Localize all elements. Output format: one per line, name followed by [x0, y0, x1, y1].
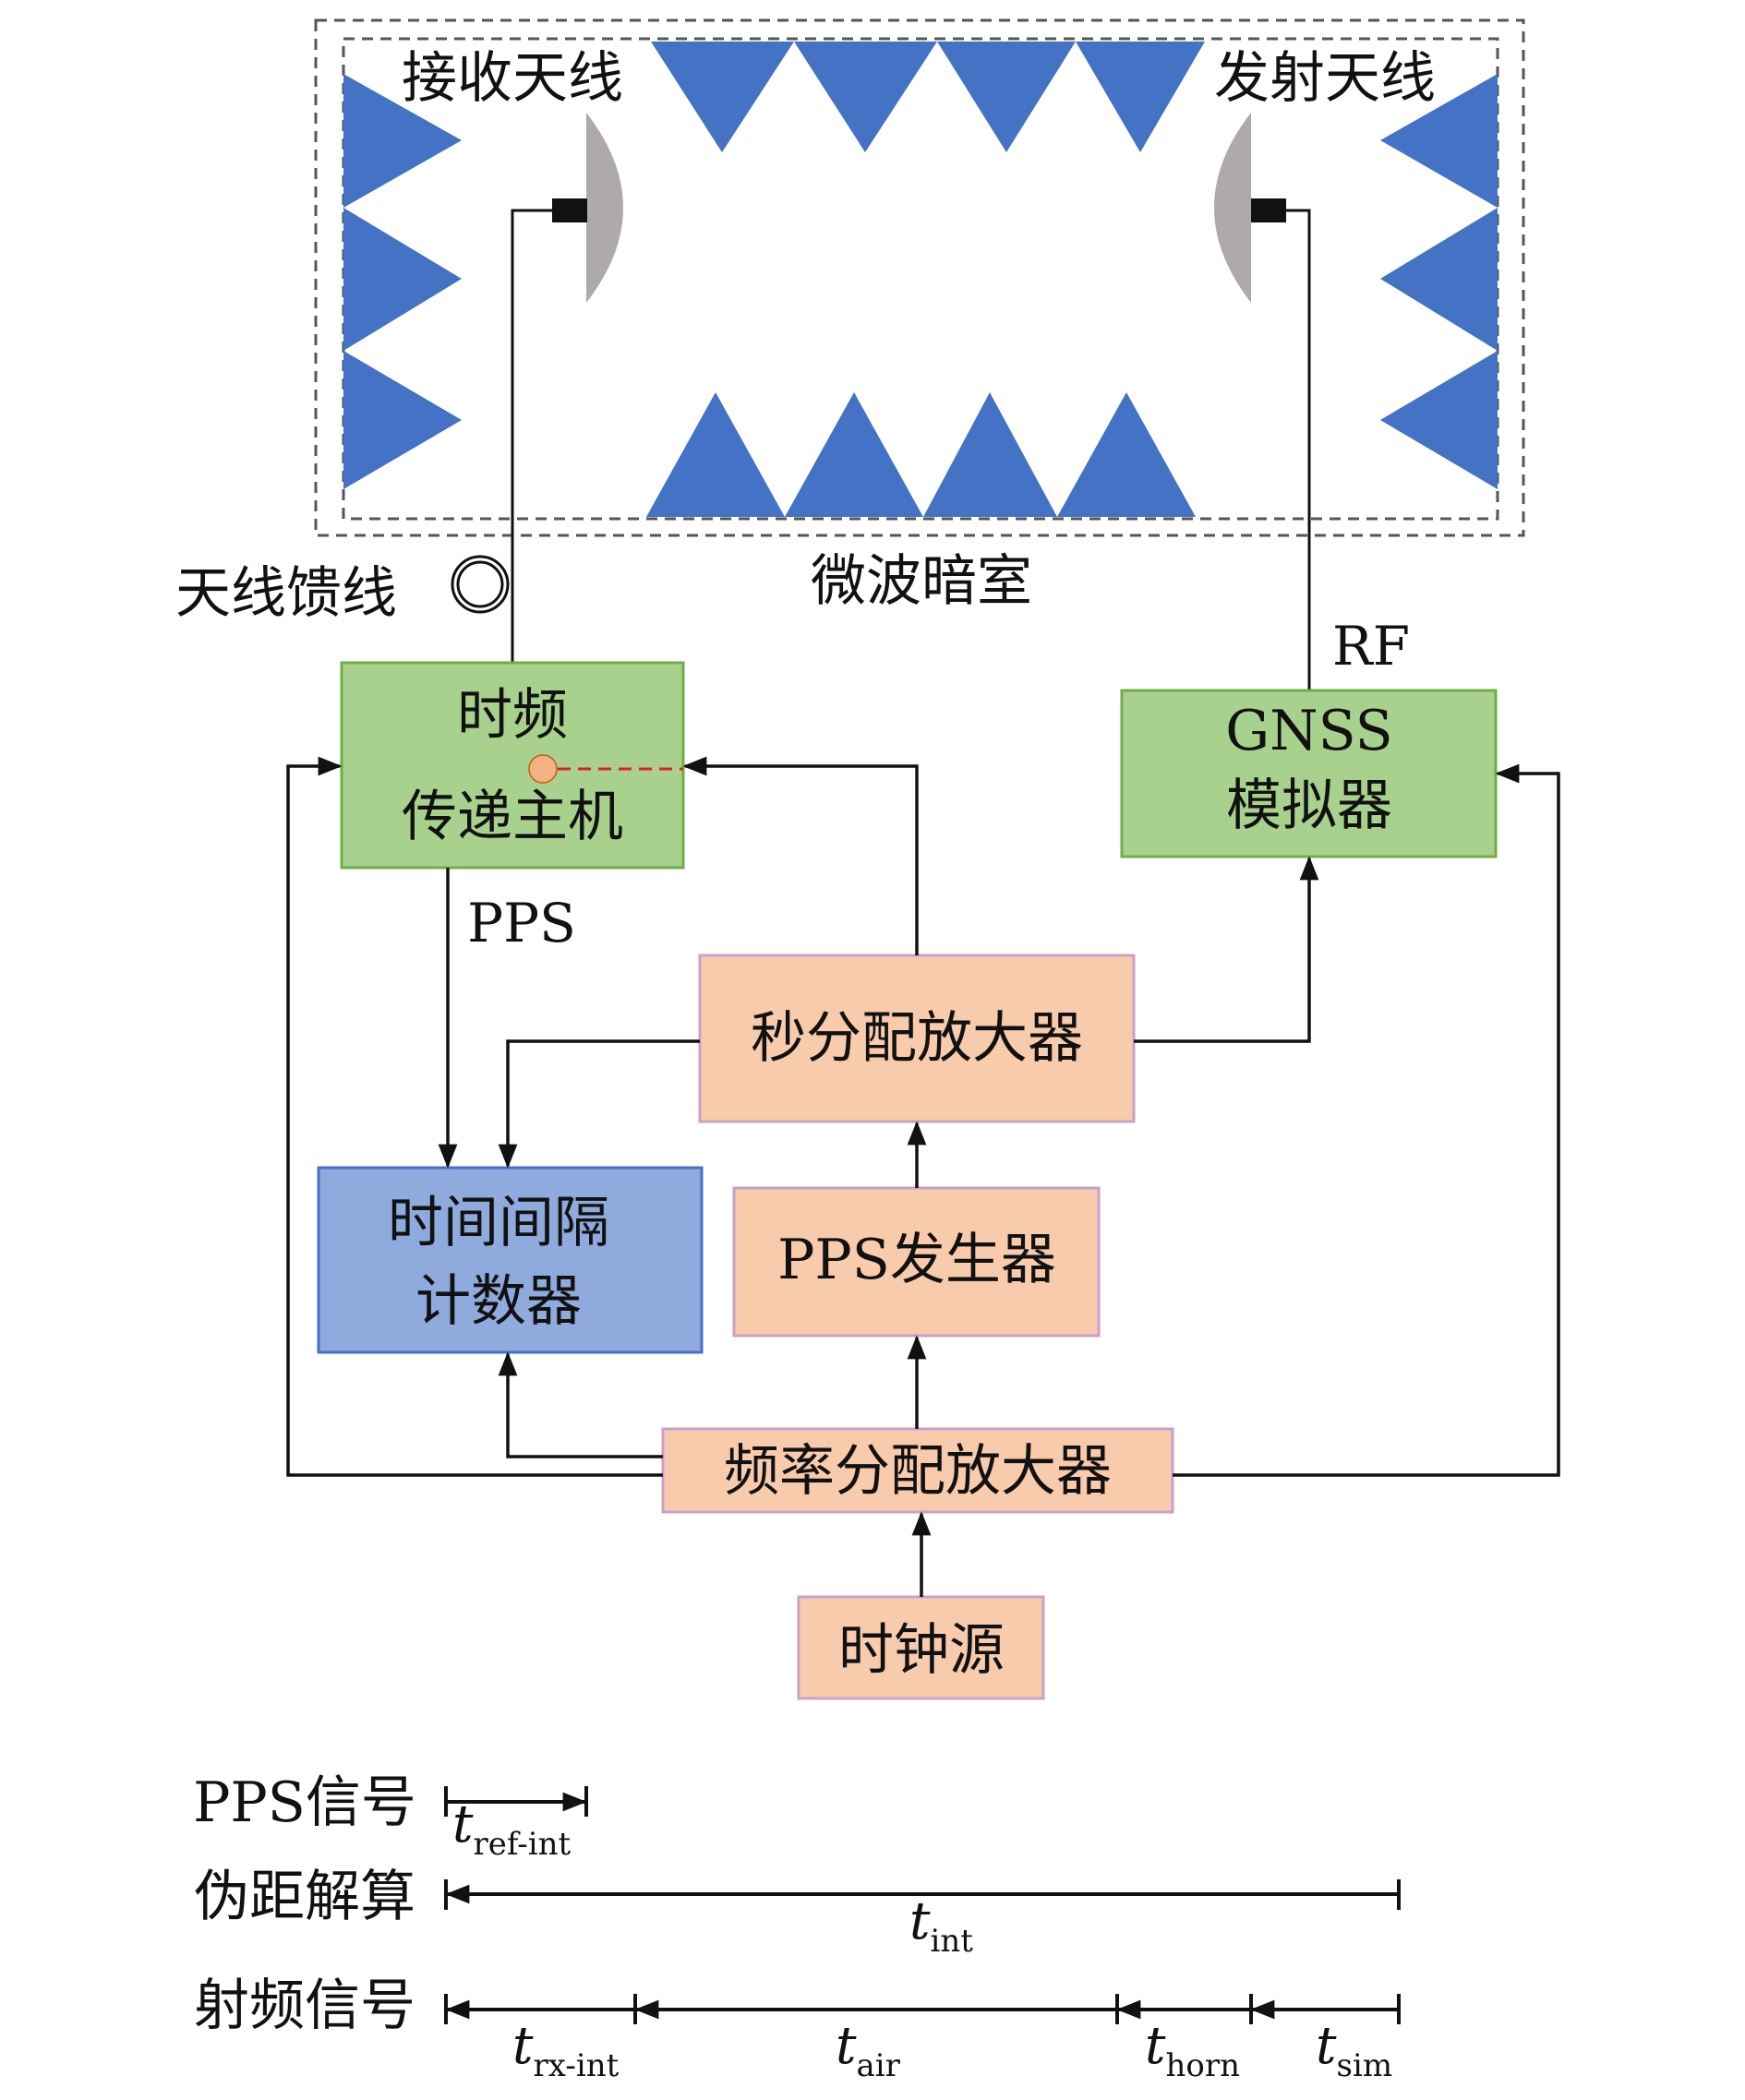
t-int-label: tint [909, 1891, 973, 1960]
time-transfer-host-box [340, 661, 685, 870]
absorber-right [1380, 351, 1498, 489]
tx-rf-cable [1286, 209, 1311, 690]
timing-port-icon [528, 754, 558, 784]
absorber-top [794, 42, 937, 152]
absorber-right [1380, 208, 1498, 351]
t-ref-int-label: tref-int [452, 1794, 572, 1863]
gnss-line1: GNSS [1225, 699, 1393, 763]
pps-label: PPS [467, 892, 576, 954]
time-interval-counter: 时间间隔 计数器 [317, 1166, 704, 1354]
t-rx-int-subscript: rx-int [534, 2047, 620, 2084]
t-sim-label: tsim [1316, 2016, 1392, 2084]
absorber-left [343, 208, 462, 351]
freq-to-counter-arrow [498, 1351, 663, 1458]
time-transfer-host: 时频 传递主机 [340, 661, 685, 870]
sec-dist-box [698, 954, 1136, 1123]
pseudorange-label: 伪距解算 [194, 1865, 415, 1929]
rx-antenna-dish-icon [586, 113, 623, 303]
second-distribution-amplifier: 秒分配放大器 [698, 954, 1136, 1123]
t-symbol: t [452, 1794, 474, 1854]
tx-antenna-label: 发射天线 [1214, 46, 1436, 111]
t-int-subscript: int [931, 1923, 974, 1960]
absorber-right [1380, 74, 1498, 208]
t-symbol: t [1316, 2016, 1337, 2076]
secdist-to-gnss-arrow [1134, 856, 1319, 1043]
rx-antenna-label: 接收天线 [402, 46, 623, 111]
chamber-outer-border [314, 18, 1525, 537]
pps-signal-label: PPS信号 [193, 1770, 416, 1835]
tx-antenna-dish-icon [1214, 113, 1251, 303]
t-symbol: t [909, 1891, 931, 1951]
freq-to-gnss-arrow [1173, 763, 1560, 1477]
counter-box [317, 1166, 704, 1354]
t-symbol: t [836, 2016, 857, 2076]
pps-gen-label: PPS发生器 [777, 1228, 1056, 1292]
freq-to-host-arrow [286, 756, 663, 1477]
t-symbol: t [512, 2016, 534, 2076]
tx-antenna-feed-icon [1251, 198, 1286, 222]
time-transfer-line2: 传递主机 [402, 785, 623, 849]
anechoic-chamber: 接收天线 发射天线 微波暗室 [314, 18, 1525, 614]
absorber-bottom [785, 392, 923, 517]
absorber-bottom [1057, 392, 1196, 517]
chamber-label: 微波暗室 [811, 549, 1032, 614]
gnss-line2: 模拟器 [1226, 774, 1392, 838]
feed-coil-icon [456, 560, 504, 608]
t-sim-subscript: sim [1337, 2047, 1393, 2084]
feed-label: 天线馈线 [175, 561, 397, 626]
counter-line1: 时间间隔 [388, 1191, 609, 1255]
secdist-to-counter-arrow [498, 1039, 700, 1169]
secdist-to-host-arrow [682, 756, 919, 955]
t-air-subscript: air [857, 2047, 901, 2084]
t-symbol: t [1145, 2016, 1166, 2076]
freq-dist-label: 频率分配放大器 [724, 1439, 1112, 1504]
rx-feed-cable [511, 209, 552, 663]
frequency-distribution-amplifier: 频率分配放大器 [661, 1427, 1174, 1514]
gnss-simulator-box [1120, 689, 1498, 858]
pps-generator: PPS发生器 [732, 1186, 1101, 1338]
rx-antenna-feed-icon [552, 198, 587, 222]
t-air-label: tair [836, 2016, 901, 2084]
t-ref-int-subscript: ref-int [474, 1826, 572, 1863]
counter-line2: 计数器 [415, 1269, 582, 1334]
timing-legend: PPS信号 伪距解算 射频信号 tref-int tint trx-int [193, 1770, 1401, 2084]
t-horn-subscript: horn [1166, 2047, 1241, 2084]
rf-label: RF [1332, 615, 1410, 678]
chamber-inner-border [342, 37, 1499, 521]
t-horn-label: thorn [1145, 2016, 1240, 2084]
absorber-top [937, 42, 1076, 152]
connections [286, 756, 1560, 1597]
pps-gen-box [732, 1186, 1101, 1338]
absorber-bottom [923, 392, 1057, 517]
time-transfer-line1: 时频 [457, 683, 568, 748]
absorber-top [1076, 42, 1205, 152]
freq-dist-box [661, 1427, 1174, 1514]
clock-source: 时钟源 [797, 1595, 1045, 1700]
absorber-bottom [646, 392, 785, 517]
clock-label: 时钟源 [838, 1618, 1005, 1683]
absorber-left [343, 74, 462, 208]
t-rx-int-label: trx-int [512, 2016, 620, 2084]
feed-coil-icon [451, 555, 510, 614]
sec-dist-label: 秒分配放大器 [751, 1006, 1083, 1071]
gnss-simulator: GNSS 模拟器 [1120, 689, 1498, 858]
rf-signal-label: 射频信号 [194, 1974, 415, 2038]
absorber-top [651, 42, 794, 152]
absorber-left [343, 351, 462, 489]
